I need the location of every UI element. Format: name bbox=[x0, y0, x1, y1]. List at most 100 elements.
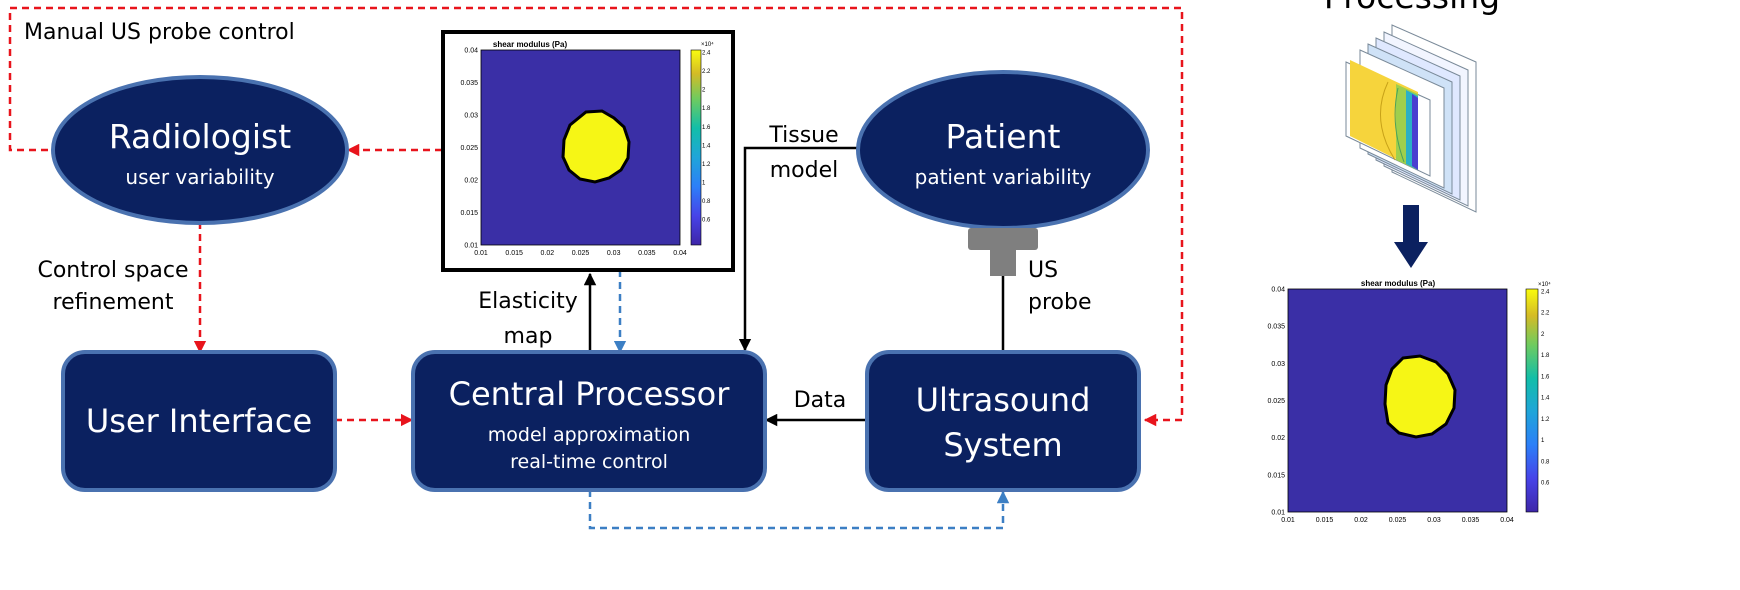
x-tick-label: 0.035 bbox=[1462, 517, 1480, 524]
y-tick-label: 0.035 bbox=[1267, 324, 1285, 331]
volume-slices-icon bbox=[1345, 24, 1477, 213]
shear-modulus-plot-center: shear modulus (Pa) 0.040.0350.030.0250.0… bbox=[460, 40, 714, 257]
patient-subtitle: patient variability bbox=[915, 165, 1092, 189]
y-tick-label: 0.03 bbox=[464, 113, 478, 120]
x-tick-labels: 0.01 0.015 0.02 0.025 0.03 0.035 0.04 bbox=[474, 250, 687, 257]
y-tick-label: 0.035 bbox=[460, 80, 478, 87]
x-tick-label: 0.04 bbox=[673, 250, 687, 257]
colorbar-tick-label: 1.6 bbox=[1541, 374, 1550, 380]
y-tick-label: 0.02 bbox=[464, 178, 478, 185]
y-tick-label: 0.015 bbox=[460, 210, 478, 217]
down-arrow-icon bbox=[1394, 205, 1428, 268]
tissue-label-2: model bbox=[770, 158, 839, 183]
central-processor-node: Central Processor model approximation re… bbox=[411, 350, 767, 492]
colorbar-tick-label: 1.4 bbox=[702, 143, 711, 149]
patient-title: Patient bbox=[946, 117, 1061, 156]
central-processor-title: Central Processor bbox=[449, 375, 731, 413]
tissue-model-arrow bbox=[738, 146, 858, 352]
colorbar-tick-label: 1.8 bbox=[702, 106, 711, 112]
x-tick-label: 0.03 bbox=[607, 250, 621, 257]
central-processor-line2: real-time control bbox=[510, 451, 668, 473]
us-probe-icon bbox=[968, 228, 1038, 276]
elasticity-label-1: Elasticity bbox=[478, 289, 578, 314]
colorbar-tick-label: 0.6 bbox=[702, 218, 711, 224]
us-label-2: probe bbox=[1028, 290, 1092, 315]
elasticity-label-2: map bbox=[504, 324, 553, 349]
colorbar-tick-label: 0.8 bbox=[702, 199, 711, 205]
radiologist-title: Radiologist bbox=[109, 117, 291, 156]
x-tick-label: 0.035 bbox=[638, 250, 656, 257]
y-tick-label: 0.01 bbox=[464, 243, 478, 250]
tissue-label-1: Tissue bbox=[768, 123, 838, 148]
inclusion-region bbox=[561, 109, 631, 184]
colorbar-tick-label: 2.2 bbox=[702, 69, 711, 75]
colorbar-tick-label: 2.4 bbox=[702, 51, 711, 57]
x-tick-labels: 0.01 0.015 0.02 0.025 0.03 0.035 0.04 bbox=[1281, 517, 1514, 524]
x-tick-label: 0.01 bbox=[474, 250, 488, 257]
y-tick-label: 0.04 bbox=[464, 48, 478, 55]
patient-node: Patient patient variability bbox=[856, 70, 1150, 230]
colorbar-tick-label: 2.2 bbox=[1541, 311, 1550, 317]
x-tick-label: 0.015 bbox=[505, 250, 523, 257]
elasticity-map-figure: shear modulus (Pa) 0.040.0350.030.0250.0… bbox=[441, 30, 735, 272]
colorbar-tick-label: 0.8 bbox=[1541, 459, 1550, 465]
colorbar-tick-label: 2 bbox=[1541, 332, 1545, 338]
colorbar-tick-label: 1.2 bbox=[1541, 417, 1550, 423]
x-tick-label: 0.01 bbox=[1281, 517, 1295, 524]
user-interface-node: User Interface bbox=[61, 350, 337, 492]
colorbar bbox=[1525, 288, 1539, 513]
y-tick-label: 0.02 bbox=[1271, 435, 1285, 442]
y-tick-label: 0.015 bbox=[1267, 472, 1285, 479]
colorbar-tick-label: 1.6 bbox=[702, 125, 711, 131]
x-tick-label: 0.02 bbox=[541, 250, 555, 257]
y-tick-label: 0.04 bbox=[1271, 287, 1285, 294]
colorbar-tick-label: 1.8 bbox=[1541, 353, 1550, 359]
ultrasound-system-node: Ultrasound System bbox=[865, 350, 1141, 492]
shear-modulus-plot-right: shear modulus (Pa) 0.040.0350.030.0250.0… bbox=[1267, 279, 1551, 524]
x-tick-label: 0.025 bbox=[572, 250, 590, 257]
control-space-label-1: Control space bbox=[37, 258, 188, 283]
colorbar-tick-label: 1 bbox=[1541, 438, 1545, 444]
colorbar-tick-label: 1.2 bbox=[702, 162, 711, 168]
colorbar-tick-label: 1 bbox=[702, 181, 706, 187]
colorbar-tick-labels: 2.4 2.2 2 1.8 1.6 1.4 1.2 1 0.8 0.6 bbox=[702, 51, 711, 224]
blue-dashed-connectors bbox=[588, 270, 1010, 530]
manual-control-label: Manual US probe control bbox=[24, 20, 295, 45]
x-tick-label: 0.02 bbox=[1354, 517, 1368, 524]
manual-control-loop bbox=[8, 6, 1184, 427]
y-tick-labels: 0.04 0.035 0.03 0.025 0.02 0.015 0.01 bbox=[460, 48, 478, 250]
y-tick-label: 0.025 bbox=[1267, 398, 1285, 405]
cp-to-us-loop bbox=[588, 490, 1010, 530]
colorbar bbox=[690, 49, 702, 246]
y-tick-label: 0.025 bbox=[460, 145, 478, 152]
x-tick-label: 0.015 bbox=[1316, 517, 1334, 524]
x-tick-label: 0.03 bbox=[1427, 517, 1441, 524]
us-label-1: US bbox=[1028, 258, 1058, 283]
colorbar-tick-label: 1.4 bbox=[1541, 396, 1550, 402]
ultrasound-title-line2: System bbox=[943, 426, 1062, 464]
user-interface-title: User Interface bbox=[86, 402, 312, 440]
red-dashed-connectors bbox=[8, 6, 1184, 427]
plot-title: shear modulus (Pa) bbox=[1361, 279, 1436, 288]
processing-label: Processing bbox=[1324, 0, 1500, 16]
x-tick-label: 0.04 bbox=[1500, 517, 1514, 524]
plot-title: shear modulus (Pa) bbox=[493, 40, 568, 49]
black-connectors bbox=[583, 146, 1005, 427]
control-space-label-2: refinement bbox=[53, 290, 174, 315]
colorbar-tick-labels: 2.4 2.2 2 1.8 1.6 1.4 1.2 1 0.8 0.6 bbox=[1541, 290, 1550, 487]
colorbar-tick-label: 0.6 bbox=[1541, 481, 1550, 487]
ultrasound-title-line1: Ultrasound bbox=[916, 381, 1091, 419]
colorbar-exponent: ×10⁴ bbox=[701, 41, 714, 48]
colorbar-tick-label: 2.4 bbox=[1541, 290, 1550, 296]
x-tick-label: 0.025 bbox=[1389, 517, 1407, 524]
radiologist-subtitle: user variability bbox=[125, 165, 274, 189]
edge-labels: Manual US probe control Control space re… bbox=[24, 0, 1500, 413]
data-label: Data bbox=[794, 388, 847, 413]
inclusion-region bbox=[1383, 354, 1457, 439]
central-processor-line1: model approximation bbox=[488, 424, 690, 446]
colorbar-exponent: ×10⁴ bbox=[1538, 281, 1551, 288]
colorbar-tick-label: 2 bbox=[702, 88, 706, 94]
radiologist-node: Radiologist user variability bbox=[51, 75, 349, 225]
